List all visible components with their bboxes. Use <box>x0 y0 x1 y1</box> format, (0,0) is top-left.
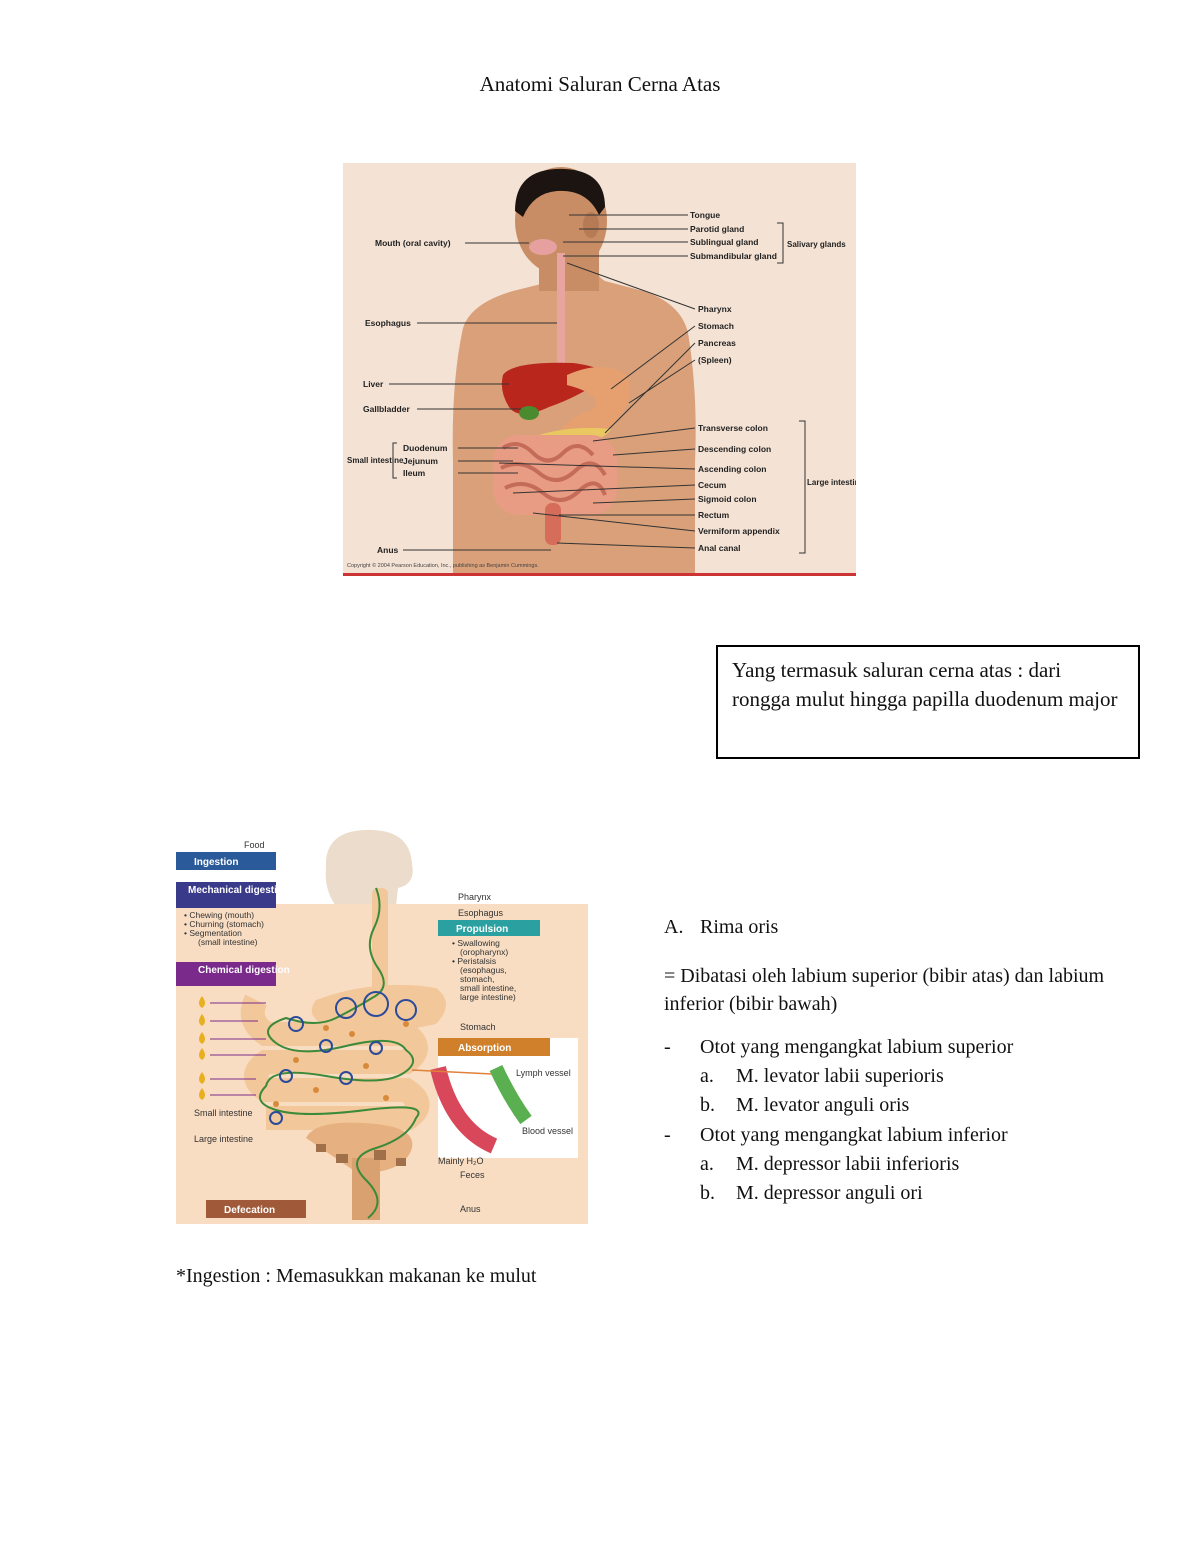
digestive-processes-illustration: Ingestion Mechanical digestion Chemical … <box>176 829 588 1224</box>
list-item-text: M. depressor labii inferioris <box>736 1153 960 1175</box>
upper-gi-definition-box: Yang termasuk saluran cerna atas : dari … <box>716 645 1140 759</box>
label-lymph-vessel: Lymph vessel <box>516 1068 571 1078</box>
digestive-system-figure: Mouth (oral cavity) Esophagus Liver Gall… <box>343 163 856 576</box>
section-heading-text: Rima oris <box>700 916 779 938</box>
label-sublingual-gland: Sublingual gland <box>690 237 758 247</box>
label-stomach-2: Stomach <box>460 1022 496 1032</box>
label-ileum: Ileum <box>403 468 426 478</box>
prop-item-5: stomach, <box>460 974 495 984</box>
section-heading-marker: A. <box>664 916 684 938</box>
label-mainly-water: Mainly H₂O <box>438 1156 484 1166</box>
mech-item-4: (small intestine) <box>198 937 258 947</box>
label-food: Food <box>244 840 265 850</box>
label-cecum: Cecum <box>698 480 727 490</box>
label-gallbladder: Gallbladder <box>363 404 410 414</box>
prop-item-6: small intestine, <box>460 983 516 993</box>
label-ascending-colon: Ascending colon <box>698 464 766 474</box>
label-transverse-colon: Transverse colon <box>698 423 768 433</box>
mech-item-2: • Churning (stomach) <box>184 919 264 929</box>
ingestion-caption: *Ingestion : Memasukkan makanan ke mulut <box>176 1265 537 1287</box>
label-pancreas: Pancreas <box>698 338 736 348</box>
prop-item-1: • Swallowing <box>452 938 500 948</box>
label-defecation: Defecation <box>224 1205 275 1216</box>
list-item-text: M. levator anguli oris <box>736 1094 910 1116</box>
prop-item-4: (esophagus, <box>460 965 507 975</box>
section-heading: A. Rima oris <box>664 916 778 939</box>
label-blood-vessel: Blood vessel <box>522 1126 573 1136</box>
muscle-group-superior: - Otot yang mengangkat labium superior <box>664 1036 1013 1059</box>
list-item-text: M. depressor anguli ori <box>736 1182 923 1204</box>
label-duodenum: Duodenum <box>403 443 448 453</box>
label-large-intestine: Large intestine <box>807 478 856 487</box>
label-stomach: Stomach <box>698 321 734 331</box>
label-spleen: (Spleen) <box>698 355 732 365</box>
prop-item-3: • Peristalsis <box>452 956 496 966</box>
label-jejunum: Jejunum <box>403 456 438 466</box>
list-marker: - <box>664 1036 671 1058</box>
label-ingestion: Ingestion <box>194 857 238 868</box>
label-rectum: Rectum <box>698 510 730 520</box>
list-marker: b. <box>700 1182 715 1204</box>
label-small-intestine: Small intestine <box>347 456 404 465</box>
label-anus-2: Anus <box>460 1204 481 1214</box>
mech-item-1: • Chewing (mouth) <box>184 910 254 920</box>
label-small-intestine-2: Small intestine <box>194 1108 253 1118</box>
label-esophagus: Esophagus <box>365 318 411 328</box>
info-box-text: Yang termasuk saluran cerna atas : dari … <box>732 658 1118 711</box>
digestive-processes-figure: Ingestion Mechanical digestion Chemical … <box>176 828 588 1224</box>
list-marker: b. <box>700 1094 715 1116</box>
label-submandibular-gland: Submandibular gland <box>690 251 777 261</box>
label-chemical-digestion: Chemical digestion <box>198 965 290 976</box>
label-anus: Anus <box>377 545 399 555</box>
label-descending-colon: Descending colon <box>698 444 771 454</box>
label-feces: Feces <box>460 1170 485 1180</box>
page-title: Anatomi Saluran Cerna Atas <box>479 72 721 96</box>
list-marker: a. <box>700 1153 714 1175</box>
label-propulsion: Propulsion <box>456 924 508 935</box>
list-item: b. M. depressor anguli ori <box>700 1182 923 1205</box>
label-mechanical-digestion: Mechanical digestion <box>188 885 289 896</box>
label-vermiform-appendix: Vermiform appendix <box>698 526 780 536</box>
figure1-copyright: Copyright © 2004 Pearson Education, Inc.… <box>347 562 539 569</box>
label-sigmoid-colon: Sigmoid colon <box>698 494 757 504</box>
label-mouth: Mouth (oral cavity) <box>375 238 451 248</box>
label-absorption: Absorption <box>458 1043 511 1054</box>
prop-item-7: large intestine) <box>460 992 516 1002</box>
list-item: a. M. levator labii superioris <box>700 1065 944 1088</box>
group-text: Otot yang mengangkat labium superior <box>700 1036 1014 1058</box>
list-item: a. M. depressor labii inferioris <box>700 1153 959 1176</box>
group-text: Otot yang mengangkat labium inferior <box>700 1124 1008 1146</box>
label-tongue: Tongue <box>690 210 720 220</box>
list-item: b. M. levator anguli oris <box>700 1094 909 1117</box>
muscle-group-inferior: - Otot yang mengangkat labium inferior <box>664 1124 1008 1147</box>
prop-item-2: (oropharynx) <box>460 947 508 957</box>
label-pharynx: Pharynx <box>698 304 732 314</box>
mech-item-3: • Segmentation <box>184 928 242 938</box>
list-marker: - <box>664 1124 671 1146</box>
label-liver: Liver <box>363 379 384 389</box>
list-item-text: M. levator labii superioris <box>736 1065 944 1087</box>
label-esophagus: Esophagus <box>458 908 504 918</box>
label-anal-canal: Anal canal <box>698 543 741 553</box>
label-parotid-gland: Parotid gland <box>690 224 744 234</box>
label-large-intestine-2: Large intestine <box>194 1134 253 1144</box>
section-definition: = Dibatasi oleh labium superior (bibir a… <box>664 965 1105 1015</box>
label-pharynx: Pharynx <box>458 892 492 902</box>
digestive-system-illustration: Mouth (oral cavity) Esophagus Liver Gall… <box>343 167 856 576</box>
label-salivary-glands: Salivary glands <box>787 240 846 249</box>
list-marker: a. <box>700 1065 714 1087</box>
